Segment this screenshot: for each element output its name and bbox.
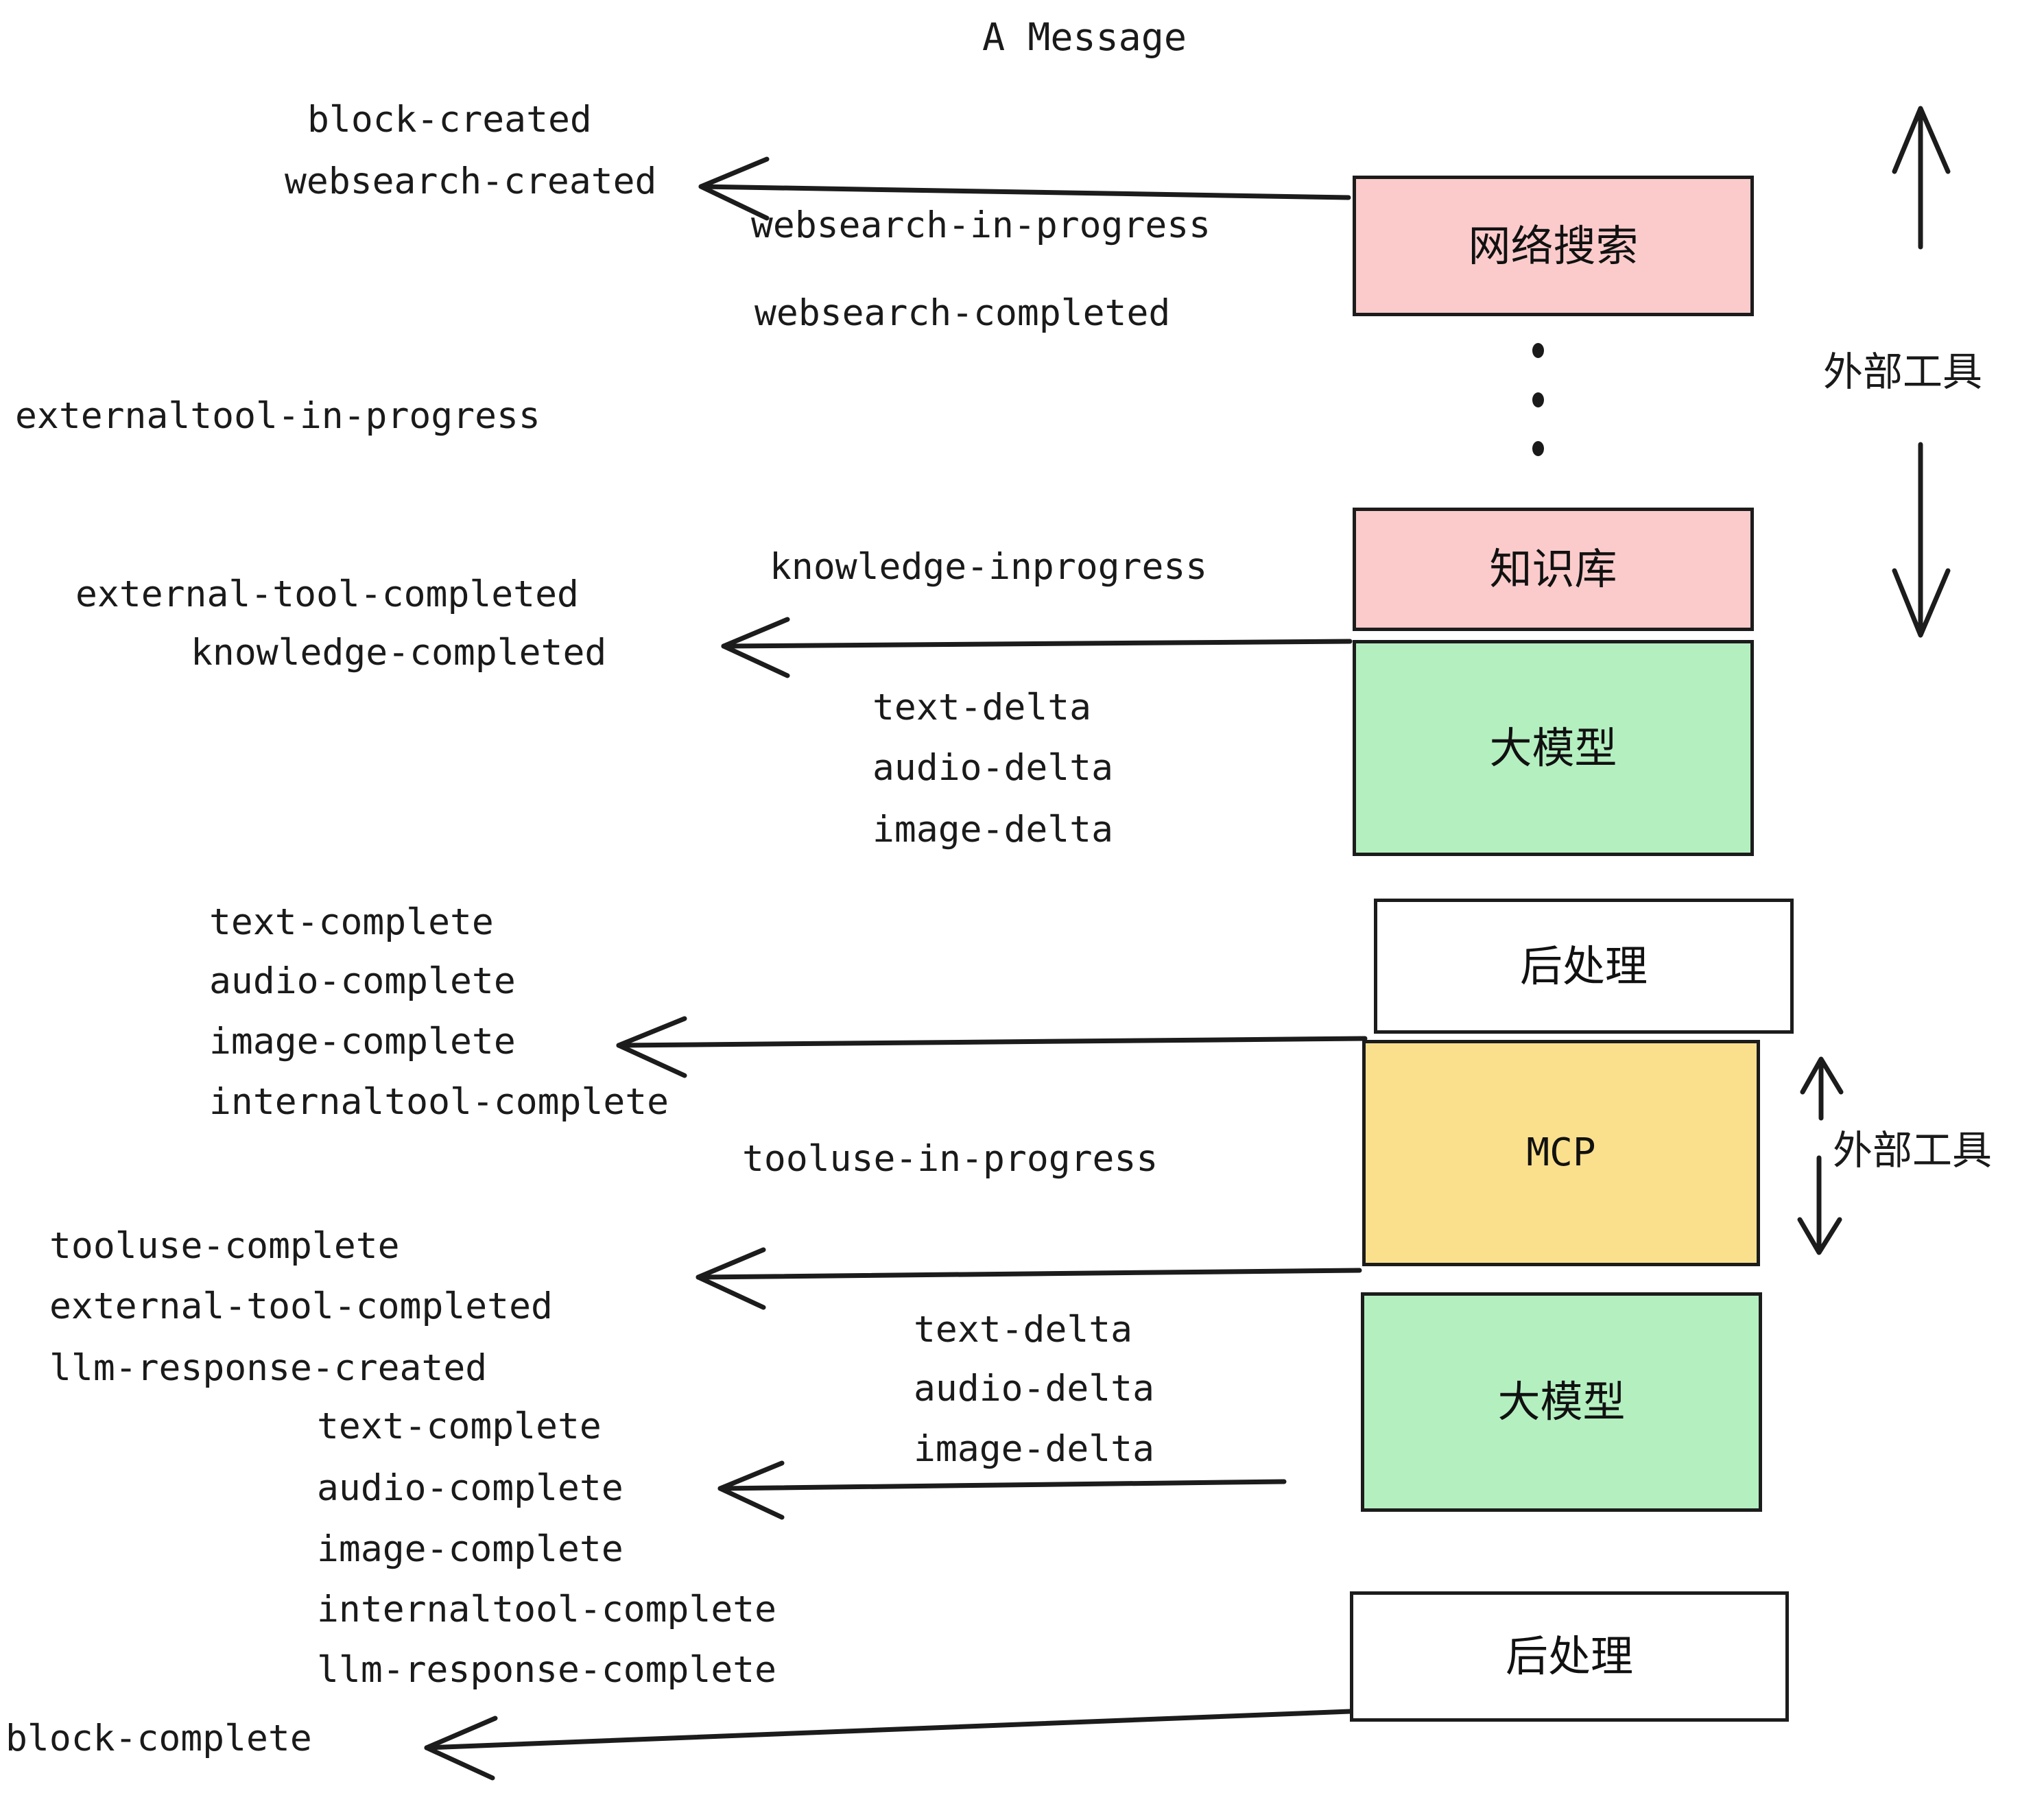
node-websearch[interactable]: 网络搜索 xyxy=(1353,176,1754,316)
event-text-complete-1: text-complete xyxy=(209,901,494,943)
event-text-complete-2: text-complete xyxy=(317,1405,602,1447)
arrow-external-tools-top-down xyxy=(1892,442,1951,638)
group-label-external-tools-top: 外部工具 xyxy=(1823,348,1983,395)
arrow-external-tools-bottom-up xyxy=(1800,1056,1844,1121)
event-external-tool-completed-1: external-tool-completed xyxy=(75,573,579,615)
node-postprocess-second-label: 后处理 xyxy=(1505,1631,1633,1681)
event-image-complete-1: image-complete xyxy=(209,1021,516,1063)
event-audio-complete-1: audio-complete xyxy=(209,960,516,1002)
event-text-delta-1: text-delta xyxy=(872,687,1092,728)
event-tooluse-complete: tooluse-complete xyxy=(49,1225,400,1267)
node-websearch-label: 网络搜索 xyxy=(1468,220,1639,271)
event-llm-response-complete: llm-response-complete xyxy=(317,1649,777,1691)
event-tooluse-in-progress: tooluse-in-progress xyxy=(742,1138,1158,1180)
node-llm-first[interactable]: 大模型 xyxy=(1353,640,1754,856)
node-postprocess-first-label: 后处理 xyxy=(1519,940,1648,991)
event-audio-delta-2: audio-delta xyxy=(914,1368,1154,1410)
event-knowledge-inprogress: knowledge-inprogress xyxy=(770,546,1208,588)
event-audio-delta-1: audio-delta xyxy=(872,747,1113,789)
event-websearch-in-progress: websearch-in-progress xyxy=(751,204,1211,246)
event-image-complete-2: image-complete xyxy=(317,1528,623,1570)
arrow-llm-second-to-audio-complete xyxy=(717,1460,1287,1520)
event-block-complete: block-complete xyxy=(5,1718,312,1759)
node-mcp-label: MCP xyxy=(1526,1130,1596,1175)
event-websearch-completed: websearch-completed xyxy=(754,292,1171,334)
event-llm-response-created: llm-response-created xyxy=(49,1347,488,1389)
arrow-postprocess-second-to-block-complete xyxy=(424,1709,1353,1781)
event-externaltool-in-progress: externaltool-in-progress xyxy=(15,395,540,437)
node-llm-second[interactable]: 大模型 xyxy=(1361,1292,1762,1512)
arrow-mcp-to-tooluse-complete xyxy=(696,1247,1362,1310)
vertical-ellipsis-icon xyxy=(1531,343,1545,456)
node-llm-second-label: 大模型 xyxy=(1497,1377,1626,1427)
node-llm-first-label: 大模型 xyxy=(1489,722,1617,773)
event-internaltool-complete-1: internaltool-complete xyxy=(209,1081,669,1123)
event-block-created: block-created xyxy=(307,99,592,141)
group-label-external-tools-bottom: 外部工具 xyxy=(1833,1127,1993,1174)
page-title: A Message xyxy=(982,15,1187,59)
node-postprocess-second[interactable]: 后处理 xyxy=(1350,1591,1789,1722)
arrow-knowledge-to-knowledge-completed xyxy=(721,617,1353,678)
event-external-tool-completed-2: external-tool-completed xyxy=(49,1285,553,1327)
event-websearch-created: websearch-created xyxy=(285,161,657,202)
node-mcp[interactable]: MCP xyxy=(1362,1040,1760,1266)
event-text-delta-2: text-delta xyxy=(914,1309,1133,1351)
arrow-postprocess-to-image-complete xyxy=(616,1016,1368,1078)
node-knowledge-label: 知识库 xyxy=(1489,544,1617,594)
event-knowledge-completed: knowledge-completed xyxy=(191,632,607,674)
node-postprocess-first[interactable]: 后处理 xyxy=(1374,899,1794,1034)
event-internaltool-complete-2: internaltool-complete xyxy=(317,1589,777,1630)
event-image-delta-1: image-delta xyxy=(872,809,1113,851)
node-knowledge[interactable]: 知识库 xyxy=(1353,508,1754,631)
event-audio-complete-2: audio-complete xyxy=(317,1467,623,1509)
event-image-delta-2: image-delta xyxy=(914,1428,1154,1470)
arrow-external-tools-top-up xyxy=(1892,106,1951,250)
